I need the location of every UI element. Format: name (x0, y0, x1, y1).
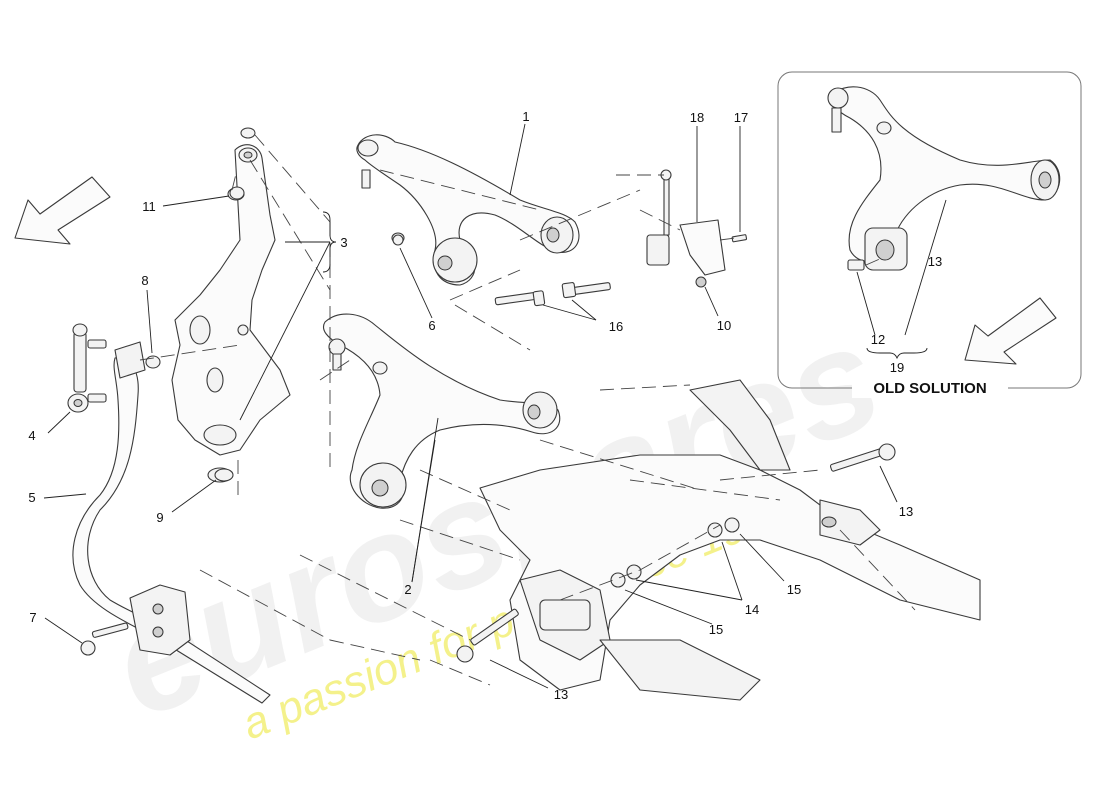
callout-7: 7 (29, 610, 36, 625)
callout-3: 3 (340, 235, 347, 250)
callout-12: 12 (871, 332, 885, 347)
callout-8: 8 (141, 273, 148, 288)
callout-18: 18 (690, 110, 704, 125)
callout-14: 14 (745, 602, 759, 617)
subframe (479, 379, 981, 701)
callout-13: 13 (554, 687, 568, 702)
steering-knuckle (171, 127, 291, 483)
leader-lines (43, 123, 898, 689)
callout-4: 4 (28, 428, 35, 443)
callout-1: 1 (522, 109, 529, 124)
inset-caption: OLD SOLUTION (873, 380, 986, 397)
hardware (80, 186, 896, 663)
callout-16: 16 (609, 319, 623, 334)
callout-11: 11 (142, 199, 156, 214)
upper-control-arm (356, 134, 580, 286)
callout-17: 17 (734, 110, 748, 125)
stabilizer-link (67, 323, 107, 413)
callout-5: 5 (28, 490, 35, 505)
callout-9: 9 (156, 510, 163, 525)
callout-10: 10 (717, 318, 731, 333)
callout-labels: 1 2 3 4 5 6 7 8 9 10 11 13 13 14 15 15 1… (28, 109, 913, 702)
lower-control-arm (322, 313, 561, 509)
callout-13-inset: 13 (928, 254, 942, 269)
washer-9 (214, 468, 234, 482)
direction-arrow-inset (964, 297, 1057, 365)
nut-6 (392, 234, 404, 246)
callout-6: 6 (428, 318, 435, 333)
level-sensor (646, 169, 726, 288)
callout-19: 19 (890, 360, 904, 375)
old-solution-inset: OLD SOLUTION 12 13 19 (777, 71, 1082, 398)
direction-arrow-left (14, 176, 111, 245)
callout-2: 2 (404, 582, 411, 597)
callout-15-right: 15 (787, 582, 801, 597)
nut-11 (229, 186, 245, 200)
callout-15: 15 (709, 622, 723, 637)
callout-13-right: 13 (899, 504, 913, 519)
stabilizer-bar (72, 341, 271, 704)
